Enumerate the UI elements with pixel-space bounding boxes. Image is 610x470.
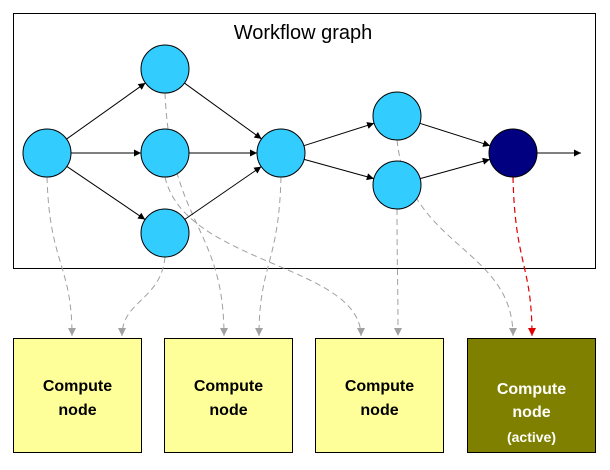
compute-node-label: Compute — [497, 381, 566, 398]
workflow-tasks — [22, 44, 538, 258]
task-node — [372, 91, 422, 141]
mapping-arrow — [118, 256, 166, 337]
compute-node-label: node — [360, 402, 398, 419]
workflow-edge — [184, 82, 262, 140]
task-node — [140, 208, 190, 258]
task-node — [140, 44, 190, 94]
workflow-edge — [419, 122, 491, 147]
workflow-edges — [66, 82, 581, 220]
task-node — [22, 128, 72, 178]
active-task-node — [488, 128, 538, 178]
compute-node-label: node — [512, 404, 550, 421]
workflow-edge — [303, 122, 375, 147]
task-node — [372, 160, 422, 210]
compute-node-box — [315, 338, 444, 453]
task-node — [140, 128, 190, 178]
workflow-edge — [66, 166, 146, 220]
compute-node-label: Compute — [43, 378, 112, 395]
compute-node-label: Compute — [345, 378, 414, 395]
mapping-arrow — [393, 208, 402, 337]
compute-node-box — [164, 338, 293, 453]
compute-node-label: node — [209, 402, 247, 419]
workflow-edge — [66, 82, 146, 140]
compute-node-3: Compute node — [315, 338, 444, 453]
mapping-arrow — [164, 176, 365, 337]
workflow-edge — [420, 157, 490, 180]
compute-node-1: Compute node — [13, 338, 142, 453]
compute-node-label: node — [58, 402, 96, 419]
task-node — [256, 128, 306, 178]
compute-node-status: (active) — [507, 429, 556, 445]
compute-node-box — [467, 338, 596, 453]
compute-node-box — [13, 338, 142, 453]
compute-node-4-active: Compute node (active) — [467, 338, 596, 453]
graph-title: Workflow graph — [234, 22, 373, 44]
workflow-edge — [184, 166, 262, 220]
compute-node-label: Compute — [194, 378, 263, 395]
compute-node-2: Compute node — [164, 338, 293, 453]
workflow-edge — [304, 158, 374, 181]
mapping-arrow — [396, 139, 517, 337]
